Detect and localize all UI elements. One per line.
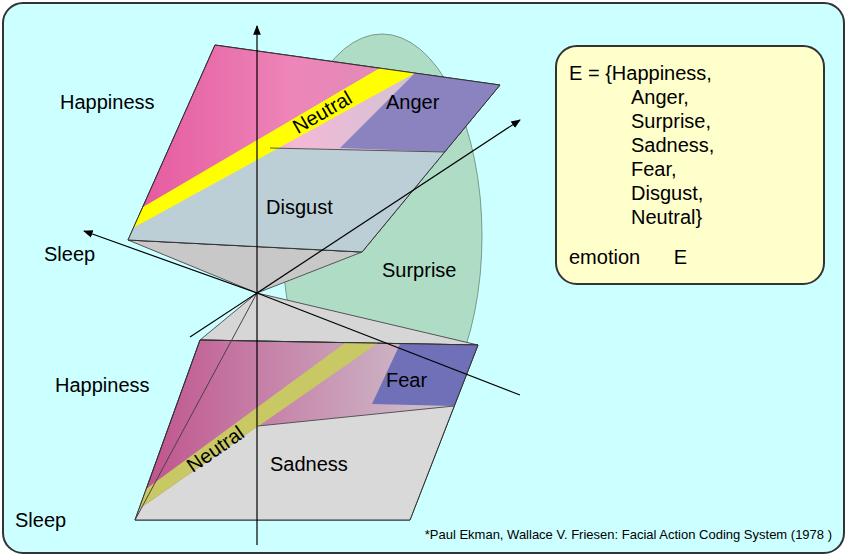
- membership-note: emotion E: [569, 245, 811, 269]
- region-label: Fear: [386, 368, 427, 392]
- region-label: Disgust: [266, 195, 333, 219]
- lower-cone: [200, 293, 478, 345]
- region-label: Surprise: [382, 258, 456, 282]
- divider-line: [258, 406, 454, 426]
- region-label: Sadness: [270, 452, 348, 476]
- upper-plane-outline: [128, 45, 500, 252]
- divider-line: [270, 148, 445, 152]
- sleep-axis: [84, 231, 257, 293]
- lower-plane: [135, 340, 478, 520]
- region-label: Anger: [386, 90, 439, 114]
- region-label: Happiness: [55, 373, 150, 397]
- upper-plane: [128, 45, 500, 252]
- cone-line: [135, 293, 257, 520]
- footnote: *Paul Ekman, Wallace V. Friesen: Facial …: [425, 526, 832, 543]
- diagonal-axis: [190, 120, 520, 337]
- definition-box: E = {Happiness, Anger, Surprise, Sadness…: [555, 45, 825, 285]
- lower-plane-outline: [135, 340, 478, 520]
- axis-label: Sleep: [15, 508, 66, 532]
- region-label: Happiness: [60, 90, 155, 114]
- vertical-axis: [256, 26, 257, 545]
- panel-ground: [3, 3, 844, 553]
- axis-label: Sleep: [44, 242, 95, 266]
- set-definition: E = {Happiness, Anger, Surprise, Sadness…: [569, 61, 751, 229]
- axis-line: [257, 293, 520, 395]
- fear-region: [372, 344, 478, 406]
